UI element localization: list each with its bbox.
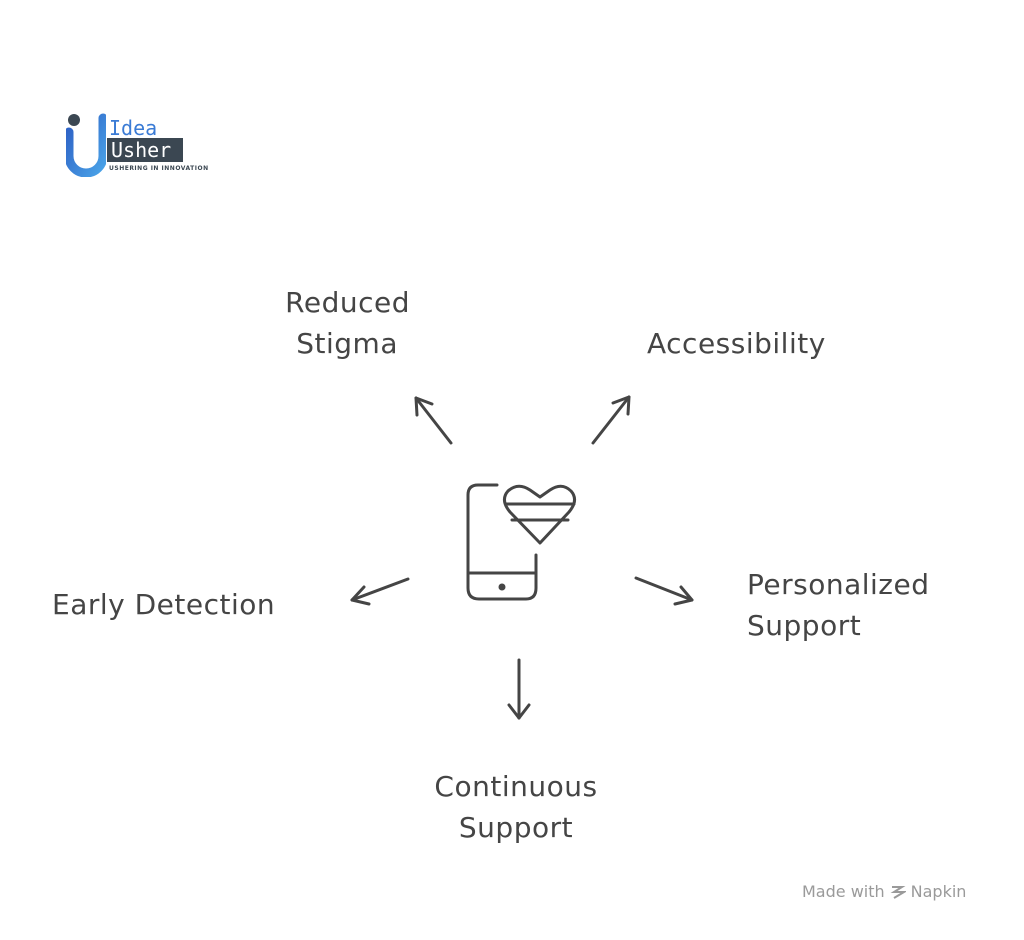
label-personalized-support: Personalized Support <box>747 564 930 646</box>
logo-usher-text: Usher <box>107 138 184 162</box>
footer-prefix: Made with <box>802 882 885 901</box>
logo-tagline: USHERING IN INNOVATION <box>109 165 209 172</box>
label-reduced-stigma: Reduced Stigma <box>250 282 410 364</box>
idea-usher-logo: Idea Usher USHERING IN INNOVATION <box>66 112 226 177</box>
label-line: Support <box>458 811 574 844</box>
label-line: Accessibility <box>647 327 826 360</box>
arrow-reduced-stigma <box>414 396 453 445</box>
label-accessibility: Accessibility <box>647 323 826 364</box>
logo-idea-text: Idea <box>109 116 158 140</box>
arrow-continuous-support <box>507 658 531 720</box>
label-continuous-support: Continuous Support <box>416 766 616 848</box>
arrow-early-detection <box>350 577 410 606</box>
label-line: Stigma <box>296 327 398 360</box>
label-line: Reduced <box>285 286 410 319</box>
made-with-napkin: Made with Napkin <box>802 882 966 901</box>
label-early-detection: Early Detection <box>52 584 275 625</box>
phone-heart-icon <box>466 483 576 601</box>
label-line: Continuous <box>434 770 598 803</box>
napkin-logo-icon <box>890 885 906 899</box>
arrow-personalized-support <box>634 576 694 606</box>
logo-u-mark <box>66 113 106 177</box>
label-line: Early Detection <box>52 588 276 621</box>
label-line: Personalized <box>747 568 930 601</box>
arrow-accessibility <box>591 395 631 445</box>
footer-brand: Napkin <box>910 882 967 901</box>
label-line: Support <box>747 609 862 642</box>
